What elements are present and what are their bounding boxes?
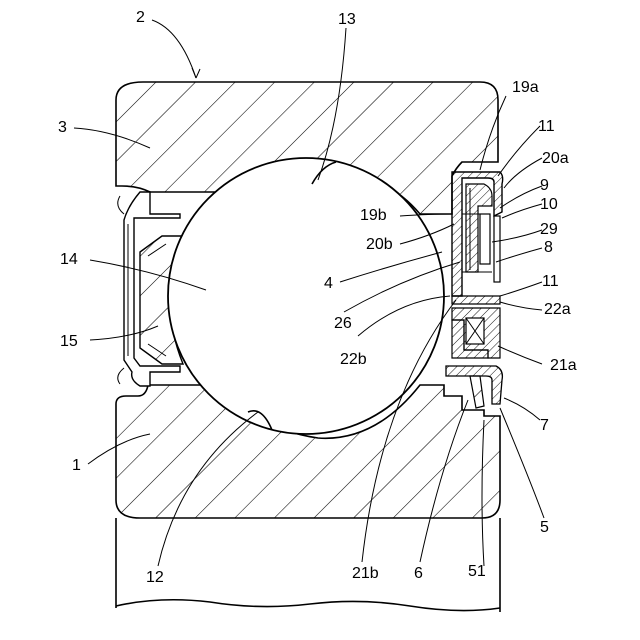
- label-15: 15: [60, 333, 78, 350]
- label-8: 8: [544, 239, 553, 256]
- label-19a: 19a: [512, 79, 539, 96]
- label-22b: 22b: [340, 351, 367, 368]
- label-21b: 21b: [352, 565, 379, 582]
- break-line: [116, 600, 500, 611]
- plate-10: [494, 216, 500, 282]
- ring-22a: [452, 296, 500, 304]
- label-29: 29: [540, 221, 558, 238]
- label-20b: 20b: [366, 236, 393, 253]
- seal-lip-51: [470, 376, 484, 408]
- label-20a: 20a: [542, 150, 569, 167]
- label-6: 6: [414, 565, 423, 582]
- label-11-mid: 11: [542, 273, 559, 290]
- label-13: 13: [338, 11, 356, 28]
- label-12: 12: [146, 569, 164, 586]
- label-21a: 21a: [550, 357, 577, 374]
- ball: [168, 158, 444, 434]
- shaft-outline: [116, 518, 500, 612]
- label-22a: 22a: [544, 301, 571, 318]
- label-19b: 19b: [360, 207, 387, 224]
- label-4: 4: [324, 275, 333, 292]
- sensor-29: [480, 214, 490, 264]
- label-2: 2: [136, 9, 145, 26]
- label-1: 1: [72, 457, 81, 474]
- label-10: 10: [540, 196, 558, 213]
- label-9: 9: [540, 177, 549, 194]
- label-26: 26: [334, 315, 352, 332]
- label-7: 7: [540, 417, 549, 434]
- label-51: 51: [468, 563, 486, 580]
- label-11-top: 11: [538, 118, 555, 135]
- label-14: 14: [60, 251, 78, 268]
- label-5: 5: [540, 519, 549, 536]
- label-3: 3: [58, 119, 67, 136]
